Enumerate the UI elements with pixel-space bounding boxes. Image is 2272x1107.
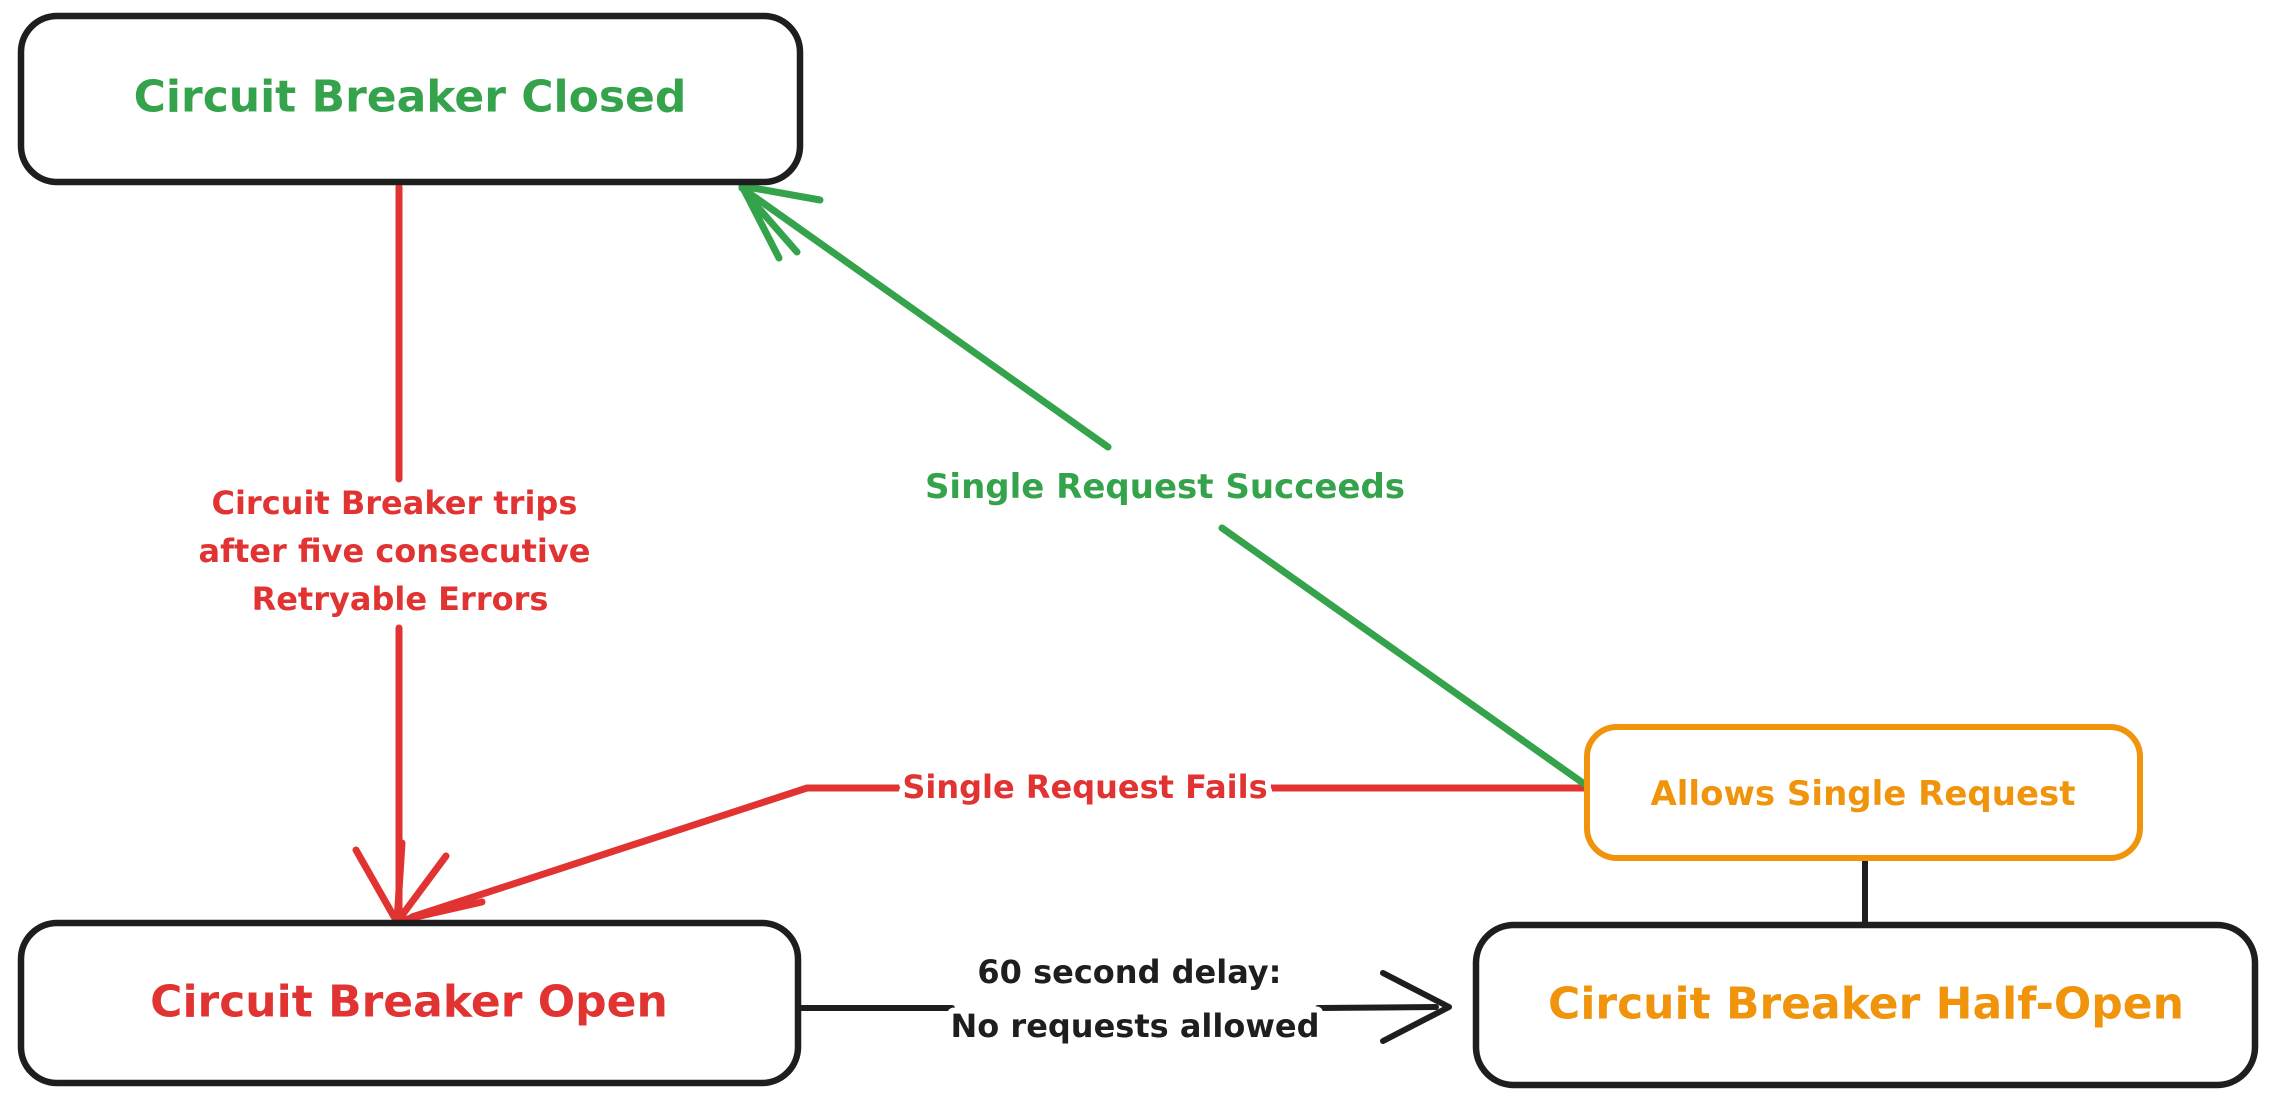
delay-label-line-1: 60 second delay:	[977, 953, 1281, 991]
succeeds-arrowhead	[738, 182, 824, 262]
trip-label: Circuit Breaker trips after five consecu…	[198, 484, 601, 618]
trip-label-line-3: Retryable Errors	[252, 580, 549, 618]
node-open: Circuit Breaker Open	[17, 919, 802, 1087]
edge-delay-arrow	[795, 970, 1452, 1044]
trip-label-line-2: after five consecutive	[198, 532, 590, 570]
single-request-fails-label: Single Request Fails	[902, 768, 1267, 806]
delay-right-segment	[1315, 1004, 1439, 1011]
edge-single-request-succeeds	[738, 182, 1594, 792]
succeeds-lower-segment	[1218, 524, 1594, 792]
delay-label: 60 second delay: No requests allowed	[951, 953, 1320, 1045]
node-open-label: Circuit Breaker Open	[150, 977, 668, 1028]
node-closed: Circuit Breaker Closed	[17, 12, 804, 186]
node-half-open-box	[1472, 921, 2259, 1089]
single-request-succeeds-label: Single Request Succeeds	[925, 467, 1405, 507]
trip-label-line-1: Circuit Breaker trips	[211, 484, 577, 522]
node-open-box	[17, 919, 802, 1087]
node-half-open-label: Circuit Breaker Half-Open	[1548, 979, 2184, 1030]
succeeds-upper-segment	[738, 184, 1112, 451]
edge-trip-arrow	[352, 183, 450, 926]
trip-arrowhead	[352, 839, 450, 926]
node-closed-box	[17, 12, 804, 186]
node-half-open: Circuit Breaker Half-Open	[1472, 921, 2259, 1089]
delay-arrowhead	[1380, 970, 1452, 1044]
delay-label-line-2: No requests allowed	[951, 1007, 1320, 1045]
fails-bend-segment	[408, 784, 911, 921]
node-allows-single-request-box	[1584, 724, 2143, 861]
node-allows-single-request-label: Allows Single Request	[1650, 774, 2075, 814]
node-allows-single-request: Allows Single Request	[1584, 724, 2143, 861]
node-closed-label: Circuit Breaker Closed	[134, 72, 687, 123]
